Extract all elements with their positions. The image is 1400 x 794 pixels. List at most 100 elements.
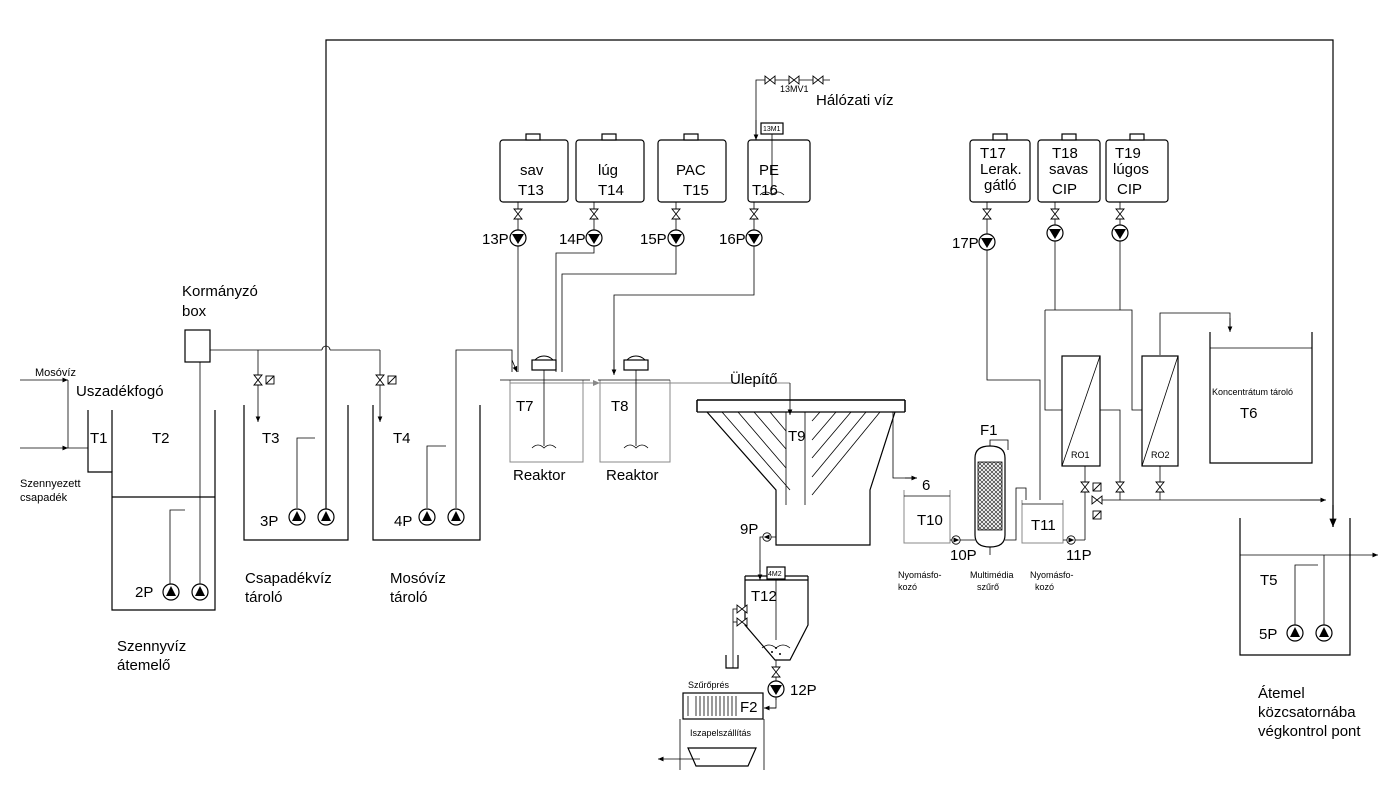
pump-2p-a[interactable] — [162, 583, 180, 601]
actuator-t4-inlet — [387, 375, 397, 385]
label-t9: T9 — [788, 428, 806, 445]
label-15p: 15P — [640, 231, 667, 248]
label-10p: 10P — [950, 547, 977, 564]
settler-t9: Ülepítő T9 9P — [696, 370, 917, 580]
label-pac: PAC — [676, 162, 706, 179]
pump-12p[interactable] — [767, 680, 785, 698]
label-13m1: 13M1 — [763, 126, 781, 133]
label-csapadekviz: Csapadékvíz — [245, 570, 332, 587]
dosing-tank-t14: lúg T14 14P — [555, 133, 645, 372]
valve-15[interactable] — [671, 208, 681, 220]
tank-t3: T3 3P Csapadékvíz tároló — [243, 350, 349, 606]
pump-19p[interactable] — [1111, 224, 1129, 242]
label-ro2: RO2 — [1151, 450, 1170, 460]
label-kozo-2: kozó — [1035, 582, 1054, 592]
label-6: 6 — [922, 477, 930, 494]
valve-16[interactable] — [749, 208, 759, 220]
reactor-t8: T8 Reaktor — [598, 355, 793, 484]
label-2p: 2P — [135, 584, 153, 601]
pump-4p-b[interactable] — [447, 508, 465, 526]
label-reaktor-2: Reaktor — [606, 467, 659, 484]
reactor-t7: T7 Reaktor — [500, 355, 600, 484]
valve-13[interactable] — [513, 208, 523, 220]
label-t5: T5 — [1260, 572, 1278, 589]
pump-2p-b[interactable] — [191, 583, 209, 601]
label-t8: T8 — [611, 398, 629, 415]
valve-t12-b[interactable] — [736, 617, 748, 627]
label-reaktor-1: Reaktor — [513, 467, 566, 484]
valve-13mv1[interactable] — [788, 75, 800, 85]
label-t1: T1 — [90, 430, 108, 447]
label-4p: 4P — [394, 513, 412, 530]
pump-11p[interactable] — [1066, 535, 1076, 545]
tank-t11: T11 11P Nyomásfo- kozó — [1021, 500, 1092, 592]
valve-t4-inlet[interactable] — [375, 374, 385, 386]
label-csapadek: csapadék — [20, 492, 68, 504]
pump-16p[interactable] — [745, 229, 763, 247]
label-13mv1: 13MV1 — [780, 84, 809, 94]
pump-9p[interactable] — [762, 532, 772, 542]
label-ulepito: Ülepítő — [730, 370, 778, 388]
pump-14p[interactable] — [585, 229, 603, 247]
label-box: box — [182, 303, 207, 320]
label-vegkontrol: végkontrol pont — [1258, 723, 1361, 740]
label-atemel: Átemel — [1258, 685, 1305, 702]
label-mosoviz-in: Mosóvíz — [35, 367, 76, 379]
valve-14[interactable] — [589, 208, 599, 220]
pump-18p[interactable] — [1046, 224, 1064, 242]
valve-network-2[interactable] — [812, 75, 824, 85]
pump-15p[interactable] — [667, 229, 685, 247]
actuator-ro1-a — [1092, 482, 1102, 492]
label-t7: T7 — [516, 398, 534, 415]
label-halozati-viz: Hálózati víz — [816, 92, 894, 109]
label-9p: 9P — [740, 521, 758, 538]
label-szuro: szűrő — [977, 582, 999, 592]
label-koncentratum: Koncentrátum tároló — [1212, 387, 1293, 397]
pump-3p-b[interactable] — [317, 508, 335, 526]
tank-t4: T4 4P Mosóvíz tároló — [372, 349, 518, 606]
valve-18[interactable] — [1050, 208, 1060, 220]
label-t2: T2 — [152, 430, 170, 447]
dosing-tank-t15: PAC T15 15P — [561, 133, 727, 372]
label-t4: T4 — [393, 430, 411, 447]
pump-17p[interactable] — [978, 233, 996, 251]
label-f1: F1 — [980, 422, 998, 439]
valve-17[interactable] — [982, 208, 992, 220]
label-t12: T12 — [751, 588, 777, 605]
return-main-line — [325, 39, 1337, 527]
pump-3p-a[interactable] — [288, 508, 306, 526]
valve-t3-inlet[interactable] — [253, 374, 263, 386]
valve-ro1-perm[interactable] — [1115, 481, 1125, 493]
pump-10p[interactable] — [951, 535, 961, 545]
tank-t1-t2: T1 T2 2P Szennyvíz átemelő — [87, 355, 216, 674]
label-5p: 5P — [1259, 626, 1277, 643]
label-mosoviz: Mosóvíz — [390, 570, 446, 587]
label-t15: T15 — [683, 182, 709, 199]
label-t14: T14 — [598, 182, 624, 199]
label-t19: T19 — [1115, 145, 1141, 162]
valve-19[interactable] — [1115, 208, 1125, 220]
valve-network-1[interactable] — [764, 75, 776, 85]
label-t16: T16 — [752, 182, 778, 199]
filter-press-f2: Szűrőprés F2 Iszapelszállítás — [658, 680, 765, 770]
actuator-ro1-b — [1092, 510, 1102, 520]
label-12p: 12P — [790, 682, 817, 699]
label-lugos: lúgos — [1113, 161, 1149, 178]
pump-5p-b[interactable] — [1315, 624, 1333, 642]
label-sav: sav — [520, 162, 544, 179]
label-t18: T18 — [1052, 145, 1078, 162]
filter-f1: F1 Multimédia szűrő — [970, 422, 1027, 592]
valve-t12-a[interactable] — [736, 604, 748, 614]
valve-ro1-a[interactable] — [1080, 481, 1090, 493]
label-t3: T3 — [262, 430, 280, 447]
pump-13p[interactable] — [509, 229, 527, 247]
valve-t12-out[interactable] — [771, 666, 781, 678]
valve-ro2-perm[interactable] — [1155, 481, 1165, 493]
label-t10: T10 — [917, 512, 943, 529]
pump-5p-a[interactable] — [1286, 624, 1304, 642]
pump-4p-a[interactable] — [418, 508, 436, 526]
tank-t6: Koncentrátum tároló T6 — [1209, 332, 1313, 464]
label-atemelo: átemelő — [117, 657, 170, 674]
actuator-t3-inlet — [265, 375, 275, 385]
valve-ro1-b[interactable] — [1091, 495, 1103, 505]
